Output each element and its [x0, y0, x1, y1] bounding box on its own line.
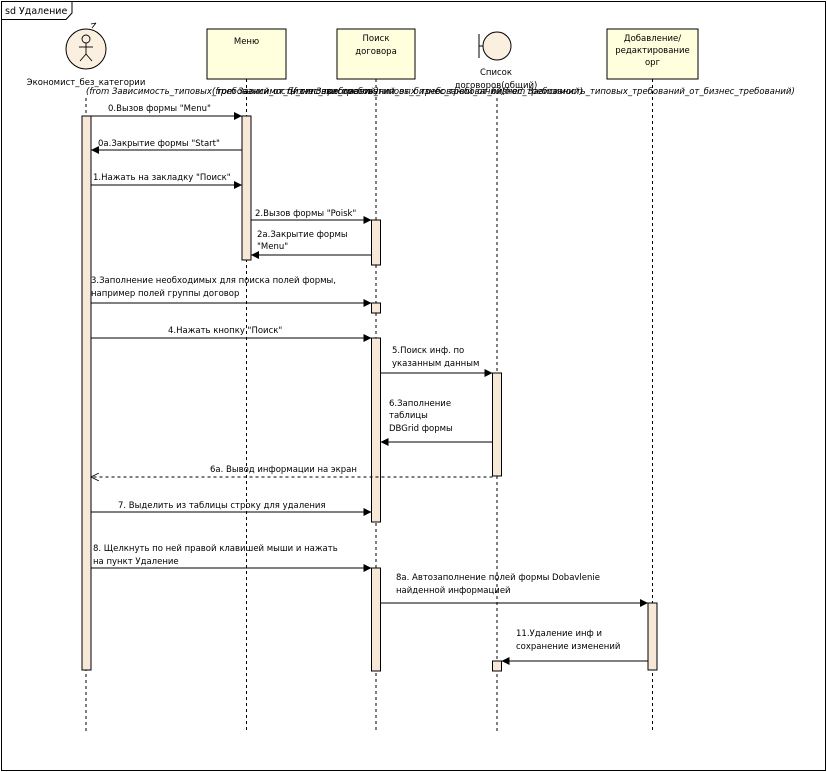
msg-1-label: 1.Нажать на закладку "Поиск": [93, 173, 231, 183]
list-activation-1: [492, 372, 502, 477]
msg-6-label-line3: DBGrid формы: [389, 424, 453, 434]
list-name-line1: Список: [480, 68, 512, 78]
msg-2-label: 2.Вызов формы "Poisk": [255, 209, 356, 219]
edit-participant: Добавление/ редактирование орг: [606, 28, 699, 80]
msg-3-label-line1: 3.Заполнение необходимых для поиска поле…: [91, 276, 336, 286]
actor-participant: Экономист_без_категории (from Зависимост…: [27, 22, 379, 97]
msg-11-label-line2: сохранение изменений: [516, 642, 620, 652]
msg-6-label-line1: 6.Заполнение: [389, 399, 451, 409]
edit-activation: [647, 602, 658, 671]
msg-7-label: 7. Выделить из таблицы строку для удален…: [118, 501, 326, 511]
edit-name-line3: орг: [645, 58, 661, 68]
list-stereotype: (from Зависимость_типовых_требований_от_…: [502, 87, 795, 97]
list-name-line2: договоров(общий): [455, 81, 538, 91]
msg-8-label-line1: 8. Щелкнуть по ней правой клавишей мыши …: [93, 544, 338, 554]
search-participant: Поиск договора (from Зависимость_типовых…: [290, 28, 583, 97]
search-stereotype: (from Зависимость_типовых_требований_от_…: [290, 87, 583, 97]
msg-5-label-line2: указанным данным: [392, 359, 479, 369]
search-activation-4: [371, 567, 381, 672]
activations: [81, 115, 658, 672]
msg-4-label: 4.Нажать кнопку "Поиск": [168, 326, 282, 336]
msg-2a-label-line1: 2а.Закрытие формы: [257, 230, 348, 240]
list-participant: Список договоров(общий) (from Зависимост…: [455, 31, 795, 97]
frame-title: sd Удаление: [5, 6, 67, 17]
message-arrows: [91, 112, 648, 665]
menu-name: Меню: [234, 37, 259, 47]
actor-activation: [81, 115, 92, 671]
msg-0a-label: 0а.Закрытие формы "Start": [98, 139, 220, 149]
msg-5-label-line1: 5.Поиск инф. по: [392, 346, 464, 356]
msg-0-label: 0.Вызов формы "Menu": [108, 104, 211, 114]
search-name-line1: Поиск: [363, 34, 390, 44]
msg-8-label-line2: на пункт Удаление: [93, 557, 179, 567]
search-name-line2: договора: [355, 47, 397, 57]
msg-11-label-line1: 11.Удаление инф и: [516, 629, 602, 639]
message-labels: 0.Вызов формы "Menu" 0а.Закрытие формы "…: [91, 104, 620, 652]
edit-name-line1: Добавление/: [624, 34, 681, 44]
msg-3-label-line2: например полей группы договор: [91, 289, 239, 299]
edit-name-line2: редактирование: [615, 46, 689, 56]
list-activation-2: [492, 660, 502, 672]
msg-6a-label: 6а. Вывод информации на экран: [210, 465, 357, 475]
msg-6-label-line2: таблицы: [389, 411, 428, 421]
menu-participant: Меню (from Зависимость_типовых_требовани…: [206, 28, 505, 97]
actor-name: Экономист_без_категории: [27, 78, 146, 88]
frame-tab: [1, 1, 73, 20]
msg-8a-label-line1: 8а. Автозаполнение полей формы Dobavleni…: [396, 573, 600, 583]
menu-stereotype: (from Зависимость_типовых_требований_от_…: [212, 87, 505, 97]
menu-activation: [241, 115, 252, 261]
msg-2a-label-line2: "Menu": [257, 242, 288, 252]
search-activation-1: [371, 219, 381, 266]
msg-8a-label-line2: найденной информацией: [396, 586, 511, 596]
actor-stereotype: (from Зависимость_типовых_требований_от_…: [86, 87, 379, 97]
search-activation-2: [371, 302, 381, 314]
search-activation-3: [371, 337, 381, 523]
